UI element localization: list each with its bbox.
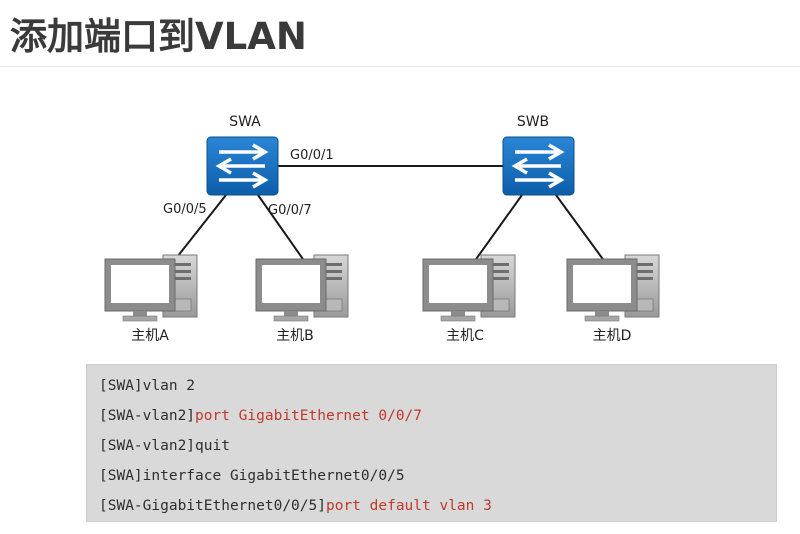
switch-swb bbox=[502, 136, 575, 196]
code-prompt: [SWA] bbox=[99, 468, 143, 484]
host-c-computer-icon bbox=[422, 254, 516, 322]
command-code-box: [SWA]vlan 2 [SWA-vlan2]port GigabitEther… bbox=[86, 364, 777, 522]
code-prompt: [SWA-GigabitEthernet0/0/5] bbox=[99, 498, 326, 514]
code-prompt: [SWA] bbox=[99, 378, 143, 394]
port-label-hosta: G0/0/5 bbox=[163, 202, 207, 217]
port-label-hostb: G0/0/7 bbox=[268, 203, 312, 218]
code-highlight: port GigabitEthernet 0/0/7 bbox=[195, 408, 423, 424]
host-label-a: 主机A bbox=[131, 328, 169, 344]
host-d-computer-icon bbox=[566, 254, 660, 322]
host-label-b: 主机B bbox=[276, 328, 314, 344]
code-line: [SWA-vlan2]quit bbox=[99, 438, 230, 454]
link-swa-hosta bbox=[169, 194, 227, 267]
switch-label-swa: SWA bbox=[229, 114, 261, 130]
host-b-computer-icon bbox=[255, 254, 349, 322]
switch-arrows-icon bbox=[217, 143, 267, 189]
title-divider bbox=[0, 66, 800, 67]
code-line: [SWA]vlan 2 bbox=[99, 378, 195, 394]
link-swa-hostb bbox=[257, 194, 306, 263]
code-line: [SWA-GigabitEthernet0/0/5]port default v… bbox=[99, 498, 492, 514]
host-a-computer-icon bbox=[104, 254, 198, 322]
switch-swa bbox=[206, 136, 279, 196]
code-highlight: port default vlan 3 bbox=[325, 498, 492, 514]
host-label-d: 主机D bbox=[593, 328, 632, 344]
code-text: quit bbox=[195, 438, 230, 454]
port-label-trunk: G0/0/1 bbox=[290, 148, 334, 163]
network-topology-diagram: SWA SWB G0/0/1 G0/0/5 G0/0/7 主机A 主机B 主机C… bbox=[104, 114, 660, 344]
code-text: vlan 2 bbox=[142, 378, 196, 394]
switch-label-swb: SWB bbox=[517, 114, 549, 130]
code-text: interface GigabitEthernet0/0/5 bbox=[142, 468, 405, 484]
code-prompt: [SWA-vlan2] bbox=[99, 438, 196, 454]
link-swb-hostd bbox=[555, 194, 606, 263]
code-prompt: [SWA-vlan2] bbox=[99, 408, 196, 424]
code-line: [SWA]interface GigabitEthernet0/0/5 bbox=[99, 468, 405, 484]
link-swb-hostc bbox=[473, 194, 523, 263]
switch-arrows-icon bbox=[513, 143, 563, 189]
code-line: [SWA-vlan2]port GigabitEthernet 0/0/7 bbox=[99, 408, 422, 424]
host-label-c: 主机C bbox=[446, 328, 484, 344]
page-title: 添加端口到VLAN bbox=[10, 15, 307, 58]
